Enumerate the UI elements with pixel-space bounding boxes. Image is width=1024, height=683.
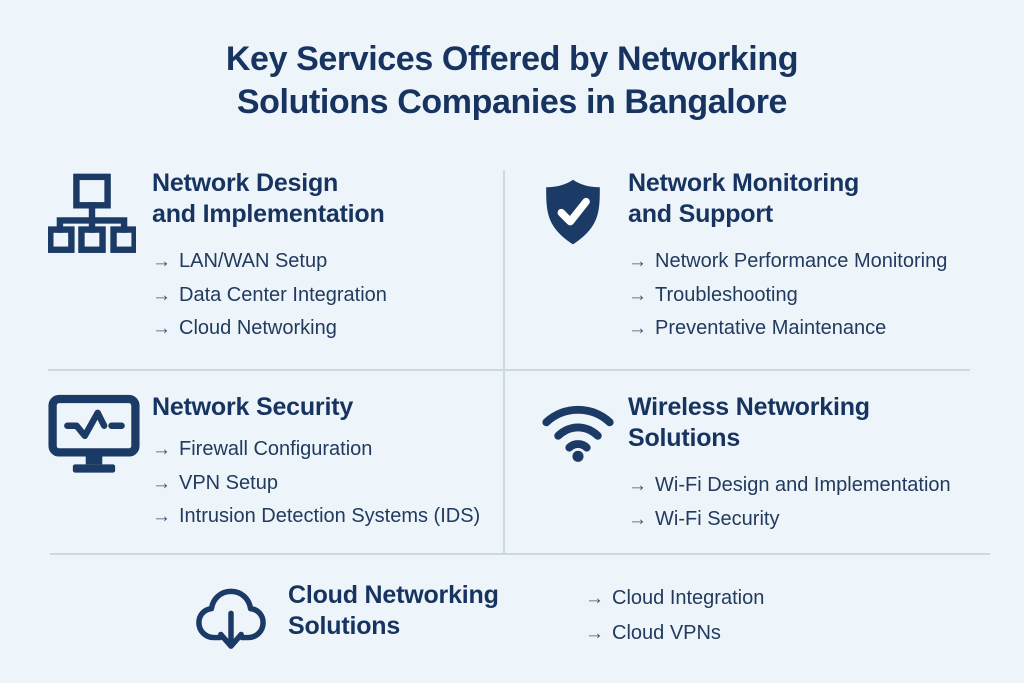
arrow-bullet: →	[628, 508, 647, 530]
arrow-bullet: →	[628, 475, 647, 496]
service-list: →Cloud Integration →Cloud VPNs	[585, 581, 764, 651]
title-line-1: Key Services Offered by Networking	[225, 40, 799, 78]
service-item: →Wi-Fi Design and Implementation	[628, 469, 1000, 503]
arrow-bullet: →	[152, 439, 171, 460]
service-item: →Cloud Integration	[585, 581, 764, 616]
section-title: Network Security	[152, 393, 354, 421]
section-network-monitoring: Network Monitoring and Support →Network …	[540, 168, 1000, 346]
arrow-bullet: →	[152, 506, 171, 527]
horizontal-divider-bottom	[50, 553, 990, 555]
section-network-design: Network Design and Implementation →LAN/W…	[47, 168, 498, 346]
service-item: →VPN Setup	[152, 467, 498, 501]
vertical-divider	[503, 170, 505, 554]
service-item: →LAN/WAN Setup	[152, 245, 498, 279]
section-title: Network Design and Implementation	[152, 169, 385, 228]
service-item: →Wi-Fi Security	[628, 503, 1000, 537]
title-line-2: Solutions Companies in Bangalore	[236, 83, 788, 121]
wifi-icon	[540, 400, 616, 467]
service-list: →Wi-Fi Design and Implementation →Wi-Fi …	[628, 469, 1000, 536]
section-cloud-networking: Cloud Networking Solutions	[195, 576, 595, 649]
network-topology-icon	[47, 172, 138, 261]
shield-check-icon	[540, 170, 606, 259]
section-title: Wireless Networking Solutions	[628, 393, 870, 452]
service-item: →Data Center Integration	[152, 279, 498, 313]
horizontal-divider-middle	[48, 369, 970, 371]
arrow-bullet: →	[585, 623, 604, 644]
section-title: Cloud Networking Solutions	[288, 581, 499, 640]
monitor-pulse-icon	[48, 394, 140, 479]
arrow-bullet: →	[628, 251, 647, 272]
service-item: →Cloud Networking	[152, 312, 498, 346]
service-item: →Firewall Configuration	[152, 433, 498, 467]
arrow-bullet: →	[585, 588, 604, 609]
section-wireless-networking: Wireless Networking Solutions →Wi-Fi Des…	[540, 392, 1000, 536]
section-network-security: Network Security →Firewall Configuration…	[48, 392, 498, 534]
service-item: →Troubleshooting	[628, 279, 1000, 313]
service-list: →LAN/WAN Setup →Data Center Integration …	[152, 245, 498, 346]
service-item: →Cloud VPNs	[585, 616, 764, 651]
infographic-title: Key Services Offered by Networking Solut…	[0, 38, 1024, 124]
arrow-bullet: →	[152, 318, 171, 339]
service-item: →Preventative Maintenance	[628, 312, 1000, 346]
service-item: →Intrusion Detection Systems (IDS)	[152, 500, 498, 534]
arrow-bullet: →	[152, 472, 171, 494]
arrow-bullet: →	[628, 318, 647, 339]
service-item: →Network Performance Monitoring	[628, 245, 1000, 279]
arrow-bullet: →	[628, 284, 647, 306]
arrow-bullet: →	[152, 284, 171, 306]
arrow-bullet: →	[152, 251, 171, 272]
section-title: Network Monitoring and Support	[628, 169, 860, 228]
service-list: →Firewall Configuration →VPN Setup →Intr…	[152, 433, 498, 534]
service-list: →Network Performance Monitoring →Trouble…	[628, 245, 1000, 346]
cloud-download-icon	[195, 578, 267, 663]
